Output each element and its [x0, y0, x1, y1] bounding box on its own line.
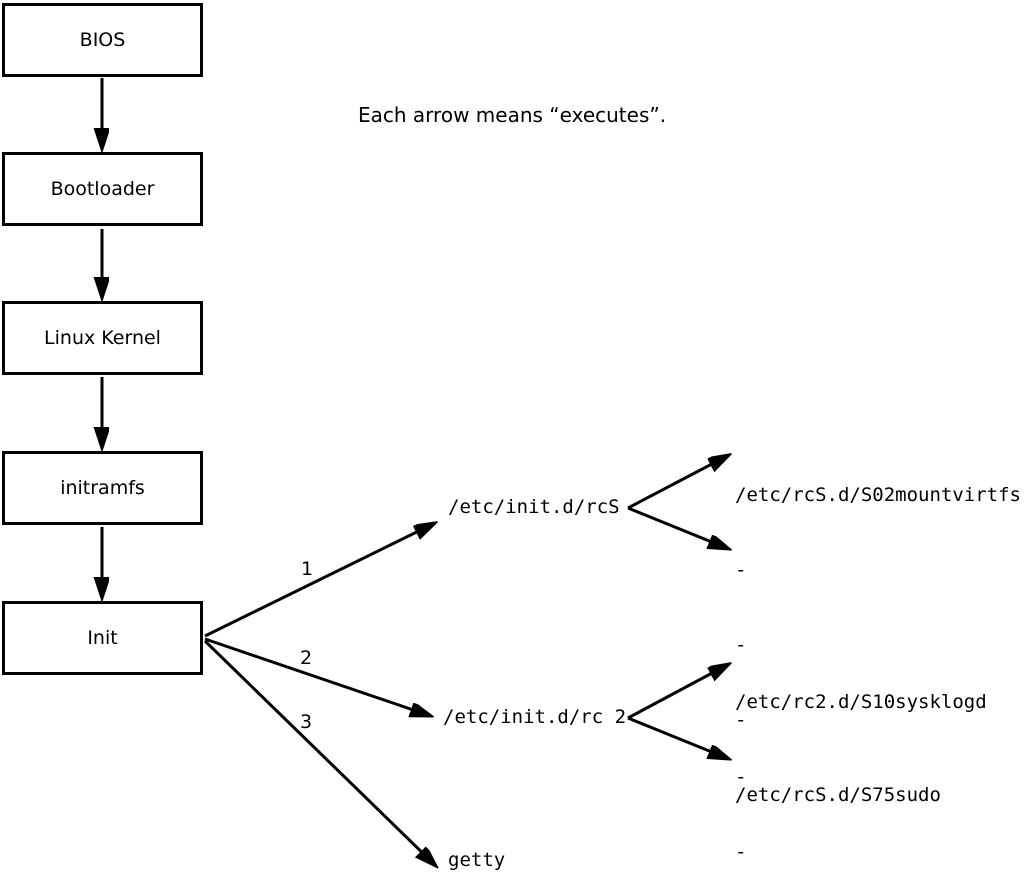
rcs-child-line: /etc/rcS.d/S02mountvirtfs — [735, 484, 1021, 506]
rcs-children-list: /etc/rcS.d/S02mountvirtfs - - - /etc/rcS… — [735, 433, 1021, 858]
node-init: Init — [2, 601, 203, 675]
node-init-label: Init — [87, 627, 118, 649]
rcs-child-line: - — [735, 709, 747, 731]
legend-note: Each arrow means “executes”. — [358, 103, 667, 127]
process-getty-label: getty — [448, 849, 506, 871]
rc2-child-line: - — [735, 841, 747, 863]
arrow-init-to-rcs — [204, 523, 435, 638]
script-rcs-label: /etc/init.d/rcS — [448, 496, 620, 518]
rcs-child-line: - — [735, 634, 747, 656]
node-bootloader-label: Bootloader — [50, 178, 155, 200]
script-rc2-label: /etc/init.d/rc 2 — [443, 706, 627, 728]
arrow-init-to-getty — [203, 639, 436, 866]
node-initramfs: initramfs — [2, 451, 203, 525]
arrow-init-to-rc2 — [204, 637, 431, 716]
node-bootloader: Bootloader — [2, 152, 203, 226]
rc2-child-line: - — [735, 766, 747, 788]
rc2-children-list: /etc/rc2.d/S10sysklogd - - - /etc/rc2.d/… — [735, 640, 987, 875]
node-linux-kernel-label: Linux Kernel — [44, 327, 161, 349]
arrow-rc2-to-last-script — [627, 716, 729, 759]
arrow-rc2-to-first-script — [627, 664, 729, 720]
arrow-rcs-to-last-script — [627, 506, 729, 549]
rc2-child-line: /etc/rc2.d/S10sysklogd — [735, 691, 987, 713]
arrow-label-1: 1 — [300, 558, 314, 580]
rcs-child-line: /etc/rcS.d/S75sudo — [735, 784, 941, 806]
node-bios-label: BIOS — [79, 29, 126, 51]
node-bios: BIOS — [2, 3, 203, 77]
node-linux-kernel: Linux Kernel — [2, 301, 203, 375]
arrow-label-2: 2 — [299, 647, 313, 669]
rcs-child-line: - — [735, 559, 747, 581]
arrow-rcs-to-first-script — [627, 455, 729, 510]
arrow-label-3: 3 — [299, 711, 313, 733]
node-initramfs-label: initramfs — [60, 477, 145, 499]
